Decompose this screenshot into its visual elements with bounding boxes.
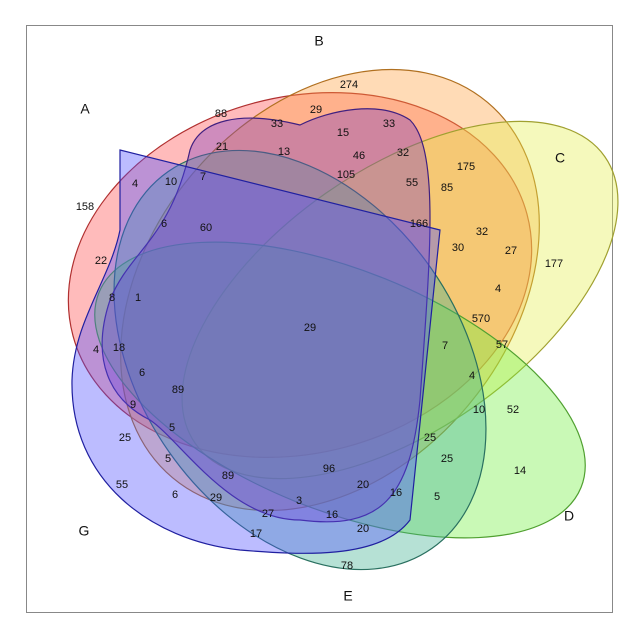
region-count-label: 25 (441, 453, 453, 465)
region-count-label: 10 (165, 176, 177, 188)
set-b-shape (120, 68, 540, 512)
region-count-label: 166 (410, 218, 428, 230)
region-count-label: 6 (139, 367, 145, 379)
region-count-label: 16 (390, 487, 402, 499)
region-count-label: 30 (452, 242, 464, 254)
region-count-label: 32 (476, 226, 488, 238)
region-count-label: 89 (222, 470, 234, 482)
region-count-label: 570 (472, 313, 490, 325)
region-count-label: 78 (341, 560, 353, 572)
region-count-label: 4 (93, 344, 99, 356)
region-count-label: 5 (434, 491, 440, 503)
region-count-label: 175 (457, 161, 475, 173)
region-count-label: 274 (340, 79, 358, 91)
region-count-label: 1 (135, 292, 141, 304)
region-count-label: 177 (545, 258, 563, 270)
region-count-label: 55 (116, 479, 128, 491)
region-count-label: 52 (507, 404, 519, 416)
set-label-c: C (555, 150, 565, 166)
region-count-label: 20 (357, 523, 369, 535)
region-count-label: 10 (473, 404, 485, 416)
region-count-label: 13 (278, 146, 290, 158)
region-count-label: 33 (383, 118, 395, 130)
region-count-label: 29 (310, 104, 322, 116)
region-count-label: 25 (119, 432, 131, 444)
set-d-shape (94, 241, 586, 539)
region-count-label: 27 (505, 245, 517, 257)
region-count-label: 20 (357, 479, 369, 491)
region-count-label: 8 (109, 292, 115, 304)
region-count-label: 4 (132, 178, 138, 190)
region-count-label: 16 (326, 509, 338, 521)
set-f-shape (101, 108, 431, 523)
region-count-label: 57 (496, 339, 508, 351)
region-count-label: 15 (337, 127, 349, 139)
region-count-label: 5 (165, 453, 171, 465)
region-count-label: 21 (216, 141, 228, 153)
region-count-label: 6 (161, 218, 167, 230)
set-e-shape (113, 149, 487, 571)
region-count-label: 60 (200, 222, 212, 234)
region-count-label: 32 (397, 147, 409, 159)
region-count-label: 4 (469, 370, 475, 382)
region-count-label: 3 (296, 495, 302, 507)
region-count-label: 7 (442, 340, 448, 352)
region-count-label: 33 (271, 118, 283, 130)
region-count-label: 96 (323, 463, 335, 475)
region-count-label: 4 (495, 283, 501, 295)
region-count-label: 88 (215, 108, 227, 120)
region-count-label: 25 (424, 432, 436, 444)
region-count-label: 6 (172, 489, 178, 501)
region-count-label: 9 (130, 399, 136, 411)
region-count-label: 22 (95, 255, 107, 267)
set-label-b: B (314, 33, 323, 49)
region-count-label: 7 (200, 171, 206, 183)
region-count-label: 14 (514, 465, 526, 477)
set-label-a: A (80, 101, 90, 117)
set-label-d: D (564, 508, 574, 524)
region-count-label: 89 (172, 384, 184, 396)
set-g-shape (71, 149, 441, 554)
region-count-label: 18 (113, 342, 125, 354)
set-label-g: G (79, 523, 90, 539)
region-count-label: 27 (262, 508, 274, 520)
region-count-label: 29 (210, 492, 222, 504)
region-count-label: 85 (441, 182, 453, 194)
plot-frame (26, 25, 613, 613)
region-count-label: 46 (353, 150, 365, 162)
region-count-label: 158 (76, 201, 94, 213)
set-c-shape (181, 120, 619, 480)
region-count-label: 17 (250, 528, 262, 540)
region-count-label: 29 (304, 322, 316, 334)
region-count-label: 105 (337, 169, 355, 181)
set-label-e: E (343, 588, 352, 604)
region-count-label: 5 (169, 422, 175, 434)
region-count-label: 55 (406, 177, 418, 189)
